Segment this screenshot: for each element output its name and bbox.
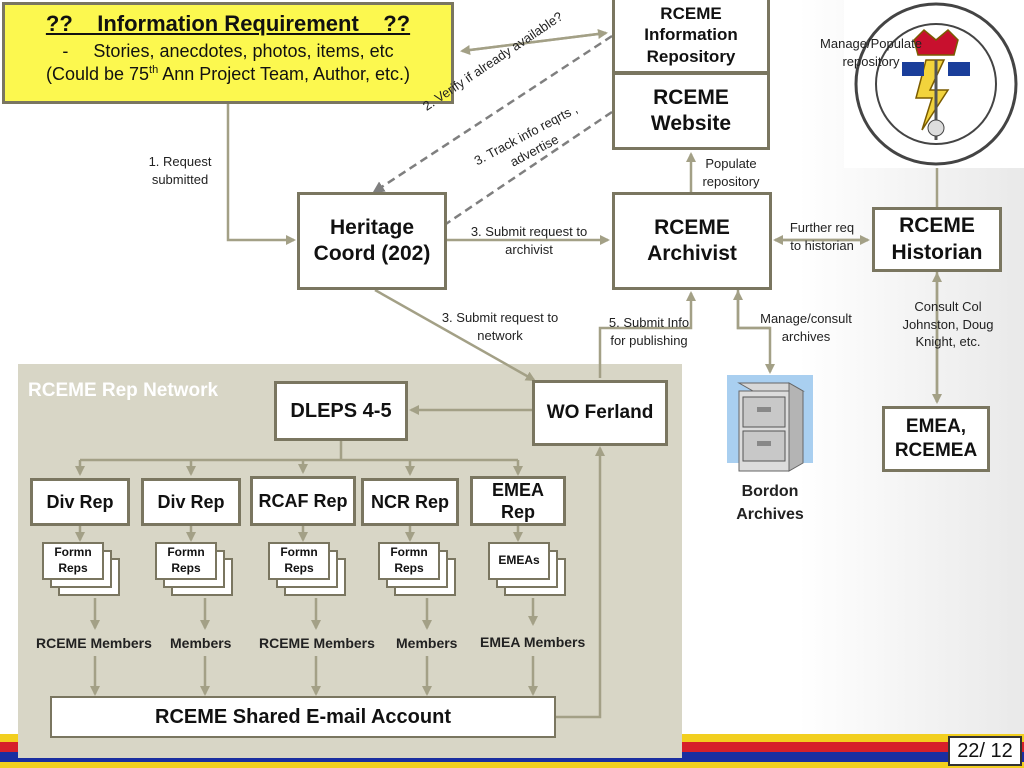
members-label-2: Members xyxy=(170,635,232,651)
rceme-archivist[interactable]: RCEME Archivist xyxy=(612,192,772,290)
stack-formn-reps-4: Formn Reps xyxy=(378,542,460,598)
file-cabinet-icon[interactable] xyxy=(727,375,813,472)
label-populate: Populate repository xyxy=(702,156,760,189)
rceme-historian[interactable]: RCEME Historian xyxy=(872,207,1002,272)
info-subtitle: - Stories, anecdotes, photos, items, etc xyxy=(62,41,394,61)
members-label-1: RCEME Members xyxy=(36,635,152,651)
stack-formn-reps-2: Formn Reps xyxy=(155,542,237,598)
rep-rcaf[interactable]: RCAF Rep xyxy=(250,476,356,526)
members-label-3: RCEME Members xyxy=(259,635,375,651)
members-label-5: EMEA Members xyxy=(480,634,586,650)
stack-formn-reps-1: Formn Reps xyxy=(42,542,124,598)
rep-div-1[interactable]: Div Rep xyxy=(30,478,130,526)
label-manage-consult: Manage/consult archives xyxy=(760,311,852,344)
wo-ferland[interactable]: WO Ferland xyxy=(532,380,668,446)
rcme-crest-logo xyxy=(844,0,1024,168)
label-submit-archivist: 3. Submit request to archivist xyxy=(470,224,588,257)
stack-emeas: EMEAs xyxy=(488,542,570,598)
info-note: (Could be 75th Ann Project Team, Author,… xyxy=(45,64,411,84)
info-requirement-box: ?? Information Requirement ?? - Stories,… xyxy=(2,2,454,104)
heritage-coord[interactable]: Heritage Coord (202) xyxy=(297,192,447,290)
members-label-4: Members xyxy=(396,635,458,651)
bordon-archives-label: Bordon Archives xyxy=(736,483,804,524)
label-submit-info: 5. Submit Info for publishing xyxy=(608,315,690,348)
dleps-4-5[interactable]: DLEPS 4-5 xyxy=(274,381,408,441)
rep-div-2[interactable]: Div Rep xyxy=(141,478,241,526)
rep-network-title: RCEME Rep Network xyxy=(28,380,219,401)
label-submit-network: 3. Submit request to network xyxy=(441,310,559,343)
stack-formn-reps-3: Formn Reps xyxy=(268,542,350,598)
page-number: 22/ 12 xyxy=(948,736,1022,766)
emea-rcemea[interactable]: EMEA, RCEMEA xyxy=(882,406,990,472)
rceme-website[interactable]: RCEME Website xyxy=(612,72,770,150)
rep-ncr[interactable]: NCR Rep xyxy=(361,478,459,526)
label-consult-col: Consult Col Johnston, Doug Knight, etc. xyxy=(902,299,994,350)
rceme-shared-email-account[interactable]: RCEME Shared E-mail Account xyxy=(50,696,556,738)
rceme-information-repository[interactable]: RCEME Information Repository xyxy=(612,0,770,74)
label-request-submitted: 1. Request submitted xyxy=(148,154,212,187)
rep-emea[interactable]: EMEA Rep xyxy=(470,476,566,526)
label-manage-populate: Manage/Populate repository xyxy=(820,36,922,69)
info-title: ?? Information Requirement ?? xyxy=(45,11,411,36)
label-further: Further req to historian xyxy=(789,220,855,253)
